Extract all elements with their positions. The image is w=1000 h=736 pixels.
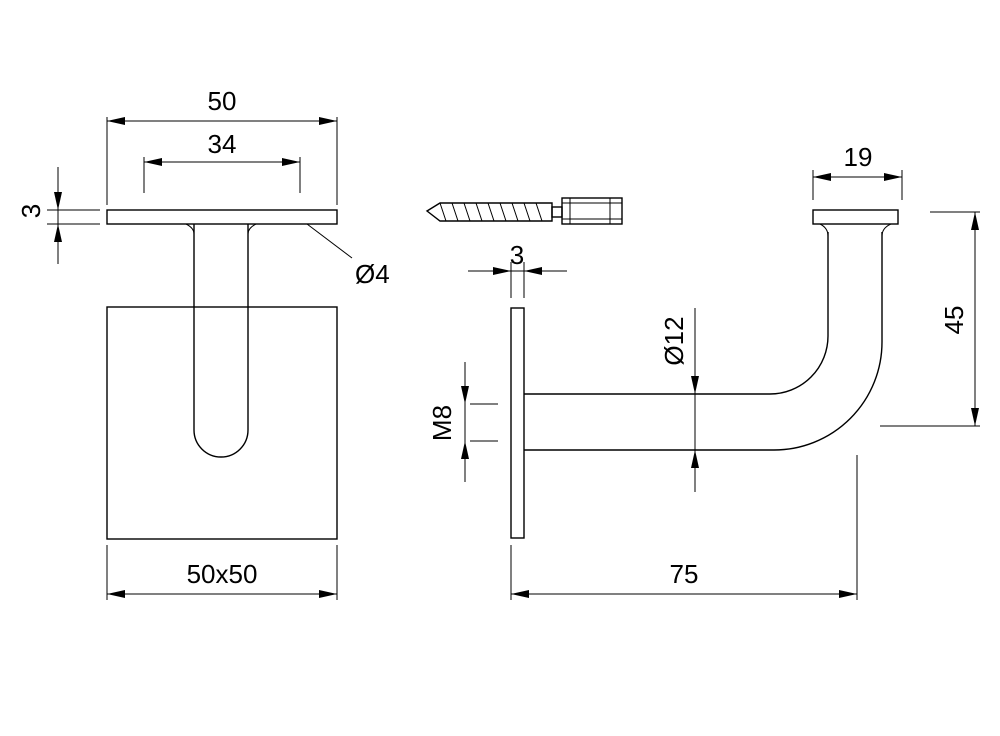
dim-label: 19 [844,142,873,172]
front-post-collar [185,223,257,235]
dim-front-base-size: 50x50 [106,545,338,600]
dim-label: Ø4 [355,259,390,289]
dim-label: 34 [208,129,237,159]
front-top-flange [106,209,338,225]
dim-front-flange-width: 50 [106,86,338,205]
dim-front-hole-spacing: 34 [143,129,301,193]
dim-label: 50x50 [187,559,258,589]
dim-label: M8 [427,405,457,441]
side-view: 3 Ø12 M8 19 [427,142,980,600]
side-bent-tube [524,232,829,395]
side-wall-plate [510,307,525,539]
dim-front-hole-diameter: Ø4 [306,223,390,289]
front-view: 50 34 3 Ø4 [16,86,390,600]
dim-label: 75 [670,559,699,589]
dim-side-height: 45 [880,211,980,427]
dim-side-saddle-width: 19 [812,142,903,200]
front-post [193,224,249,458]
dim-side-tube-diameter: Ø12 [659,308,699,492]
side-saddle [812,209,899,225]
dim-label: Ø12 [659,316,689,365]
side-bent-tube-outer [524,232,883,451]
dim-label: 45 [939,306,969,335]
screw-icon [425,197,623,225]
dim-label: 3 [16,204,46,218]
dim-side-projection: 75 [510,455,858,600]
front-base-plate [106,306,338,540]
dim-label: 3 [510,240,524,270]
dim-side-plate-thickness: 3 [468,240,567,298]
dim-front-flange-thickness: 3 [16,167,100,264]
dim-side-thread: M8 [427,362,498,482]
dim-label: 50 [208,86,237,116]
